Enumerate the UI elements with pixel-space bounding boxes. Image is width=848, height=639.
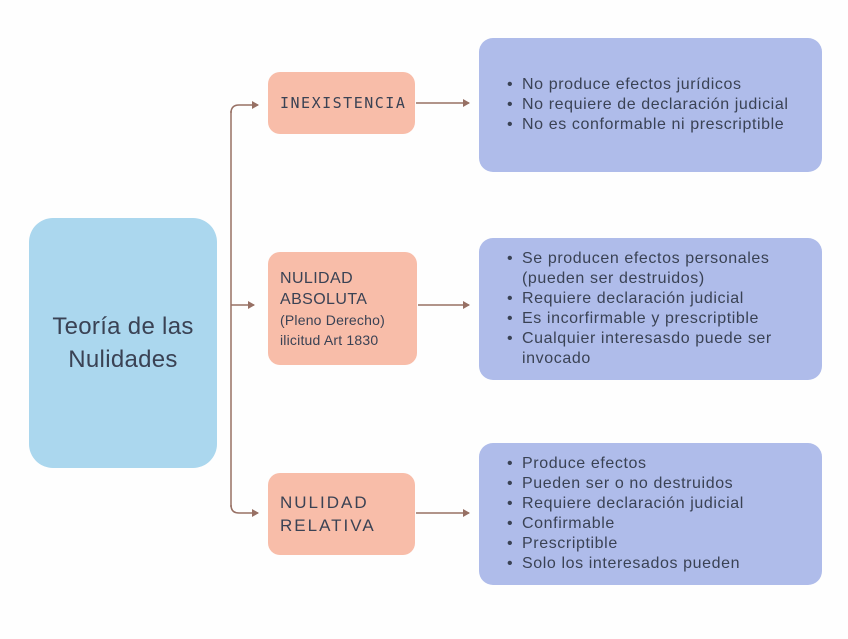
branch-label-line: NULIDAD [280,269,354,287]
detail-node-inexistencia: No produce efectos jurídicosNo requiere … [479,38,822,172]
root-node-label: Teoría de las Nulidades [52,313,194,373]
branch-label-line: ABSOLUTA [280,290,368,308]
bullet-item: Solo los interesados pueden [507,554,798,574]
bullet-item: Es incorfirmable y prescriptible [507,309,798,329]
bullet-item: No es conformable ni prescriptible [507,115,798,135]
branch-sublabel-line: (Pleno Derecho) [280,311,385,328]
branch-node-inexistencia: INEXISTENCIA [268,72,415,134]
bullet-item: Requiere declaración judicial [507,494,798,514]
branch-sublabel-line: ilicitud Art 1830 [280,331,379,348]
branch-label-line: RELATIVA [280,516,376,535]
branch-node-nulidad-relativa: NULIDAD RELATIVA [268,473,415,555]
branch-arrow-bottom [230,504,259,517]
branch-label-line: NULIDAD [280,493,369,512]
bullet-item: Requiere declaración judicial [507,289,798,309]
detail-node-nulidad-absoluta: Se producen efectos personales (pueden s… [479,238,822,380]
bullet-item: No requiere de declaración judicial [507,95,798,115]
branch-node-nulidad-absoluta: NULIDAD ABSOLUTA (Pleno Derecho) ilicitu… [268,252,417,365]
bullet-item: No produce efectos jurídicos [507,75,798,95]
bullet-list-nulidad-absoluta: Se producen efectos personales (pueden s… [507,249,798,369]
bullet-list-inexistencia: No produce efectos jurídicosNo requiere … [507,75,798,135]
bullet-item: Pueden ser o no destruidos [507,474,798,494]
root-node-teoria-nulidades: Teoría de las Nulidades [29,218,217,468]
detail-node-nulidad-relativa: Produce efectosPueden ser o no destruido… [479,443,822,585]
branch-label-inexistencia: INEXISTENCIA [280,94,407,112]
bullet-item: Produce efectos [507,454,798,474]
bullet-item: Se producen efectos personales (pueden s… [507,249,798,289]
bullet-item: Prescriptible [507,534,798,554]
bullet-item: Confirmable [507,514,798,534]
bullet-list-nulidad-relativa: Produce efectosPueden ser o no destruido… [507,454,798,574]
branch-arrow-top [230,101,259,114]
bullet-item: Cualquier interesasdo puede ser invocado [507,329,798,369]
